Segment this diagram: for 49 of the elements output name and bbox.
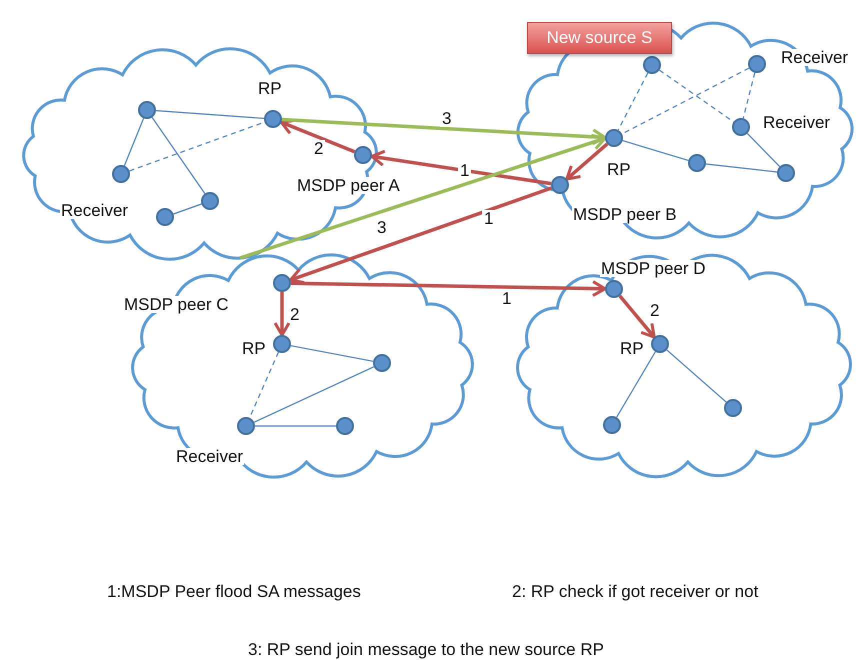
node-label: RP [257, 80, 283, 97]
connector-line [659, 70, 734, 122]
connector-line [124, 118, 144, 166]
edge-label: 2 [288, 306, 302, 323]
edge-label: 2 [312, 140, 326, 157]
node-label: Receiver [60, 202, 130, 219]
node-label: Receiver [780, 49, 850, 66]
connector-line [173, 203, 202, 215]
connector-line [616, 351, 656, 418]
connector-line [255, 425, 336, 427]
arrow [280, 118, 356, 154]
edge-label: 2 [648, 302, 662, 319]
edge-label: 1 [482, 210, 496, 227]
node-label: MSDP peer A [296, 177, 401, 194]
node-label: Receiver [175, 448, 244, 465]
note-text: 1:MSDP Peer flood SA messages [107, 582, 361, 602]
source-box: New source S [527, 22, 672, 54]
node-label: RP [241, 340, 267, 357]
arrow [290, 280, 606, 298]
connector-line [622, 140, 689, 161]
connector-line [746, 132, 780, 168]
connector-line [706, 163, 778, 173]
arrow [289, 186, 552, 284]
edge-label: 3 [440, 110, 454, 127]
arrow [565, 142, 608, 181]
connector-line [254, 366, 374, 423]
arrow [370, 150, 552, 186]
arrow [618, 294, 656, 339]
connector-line [622, 68, 750, 134]
arrow [239, 134, 606, 260]
note-text: 3: RP send join message to the new source RP [248, 640, 604, 660]
node-label: RP [606, 161, 632, 178]
node-label: Receiver [762, 114, 832, 131]
node-label: MSDP peer B [572, 206, 678, 223]
edge-label: 3 [375, 219, 388, 236]
connector-line [742, 72, 756, 118]
connector-line [152, 117, 206, 194]
node-label: RP [619, 340, 645, 357]
arrow [274, 292, 290, 336]
node-label: MSDP peer D [600, 260, 707, 277]
node-label: MSDP peer C [123, 296, 230, 313]
connector-line [618, 72, 648, 130]
arrow [282, 118, 606, 146]
connector-line [666, 349, 727, 403]
connector-line [290, 345, 374, 362]
edge-label: 1 [458, 162, 472, 179]
note-text: 2: RP check if got receiver or not [512, 582, 758, 602]
edge-label: 1 [500, 290, 514, 307]
connector-line [156, 110, 264, 119]
